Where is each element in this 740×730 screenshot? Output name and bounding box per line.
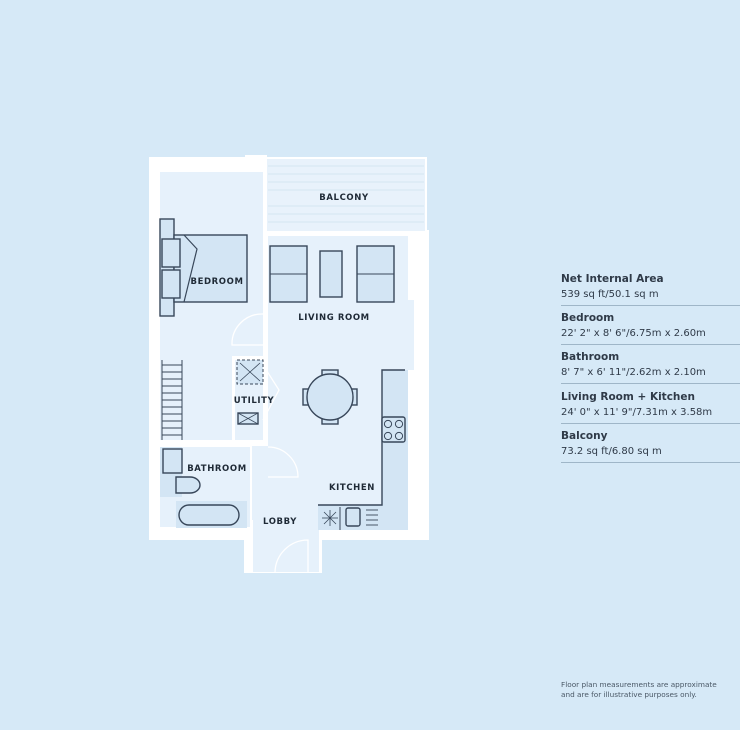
footnote-line: Floor plan measurements are approximate [561, 680, 717, 689]
utility-appliances [236, 359, 264, 425]
spec-net-internal-area: Net Internal Area 539 sq ft/50.1 sq m [561, 272, 740, 306]
spec-bedroom: Bedroom 22' 2" x 8' 6"/6.75m x 2.60m [561, 311, 740, 345]
door-swings [231, 313, 309, 573]
room-label-bathroom: BATHROOM [187, 464, 247, 474]
room-label-lobby: LOBBY [263, 517, 297, 527]
divider [561, 305, 740, 306]
hob-icon [381, 416, 406, 443]
spec-title: Balcony [561, 430, 608, 442]
spec-balcony: Balcony 73.2 sq ft/6.80 sq m [561, 429, 740, 463]
extractor-icon [322, 510, 338, 526]
footnote-line: and are for illustrative purposes only. [561, 690, 697, 699]
room-label-utility: UTILITY [234, 396, 275, 406]
room-label-bedroom: BEDROOM [191, 277, 244, 287]
spec-value: 8' 7" x 6' 11"/2.62m x 2.10m [561, 367, 706, 378]
spec-value: 539 sq ft/50.1 sq m [561, 289, 659, 300]
spec-title: Bedroom [561, 312, 615, 324]
spec-value: 22' 2" x 8' 6"/6.75m x 2.60m [561, 328, 706, 339]
bathroom-fixtures [160, 447, 247, 528]
wardrobe [161, 360, 183, 440]
room-label-balcony: BALCONY [319, 193, 369, 203]
divider [561, 383, 740, 384]
divider [561, 462, 740, 463]
toilet-icon [175, 476, 201, 494]
room-label-living-room: LIVING ROOM [298, 313, 369, 323]
coffee-table [319, 250, 343, 298]
spec-value: 24' 0" x 11' 9"/7.31m x 3.58m [561, 407, 713, 418]
spec-value: 73.2 sq ft/6.80 sq m [561, 446, 662, 457]
drainer-icon [366, 509, 378, 526]
dining-table [302, 369, 358, 425]
spec-title: Bathroom [561, 351, 620, 363]
bath-icon [178, 504, 240, 526]
balcony [265, 157, 427, 233]
sink-icon [345, 507, 361, 527]
basin-icon [162, 448, 183, 474]
spec-title: Living Room + Kitchen [561, 391, 695, 403]
divider [561, 423, 740, 424]
spec-title: Net Internal Area [561, 273, 664, 285]
room-label-kitchen: KITCHEN [329, 483, 375, 493]
spec-living-kitchen: Living Room + Kitchen 24' 0" x 11' 9"/7.… [561, 390, 740, 424]
kitchen-counter [318, 369, 408, 530]
sofa-left [269, 245, 308, 303]
divider [561, 344, 740, 345]
footnote: Floor plan measurements are approximate … [561, 680, 736, 700]
bed [159, 218, 248, 317]
spec-bathroom: Bathroom 8' 7" x 6' 11"/2.62m x 2.10m [561, 350, 740, 384]
sofa-right [356, 245, 395, 303]
